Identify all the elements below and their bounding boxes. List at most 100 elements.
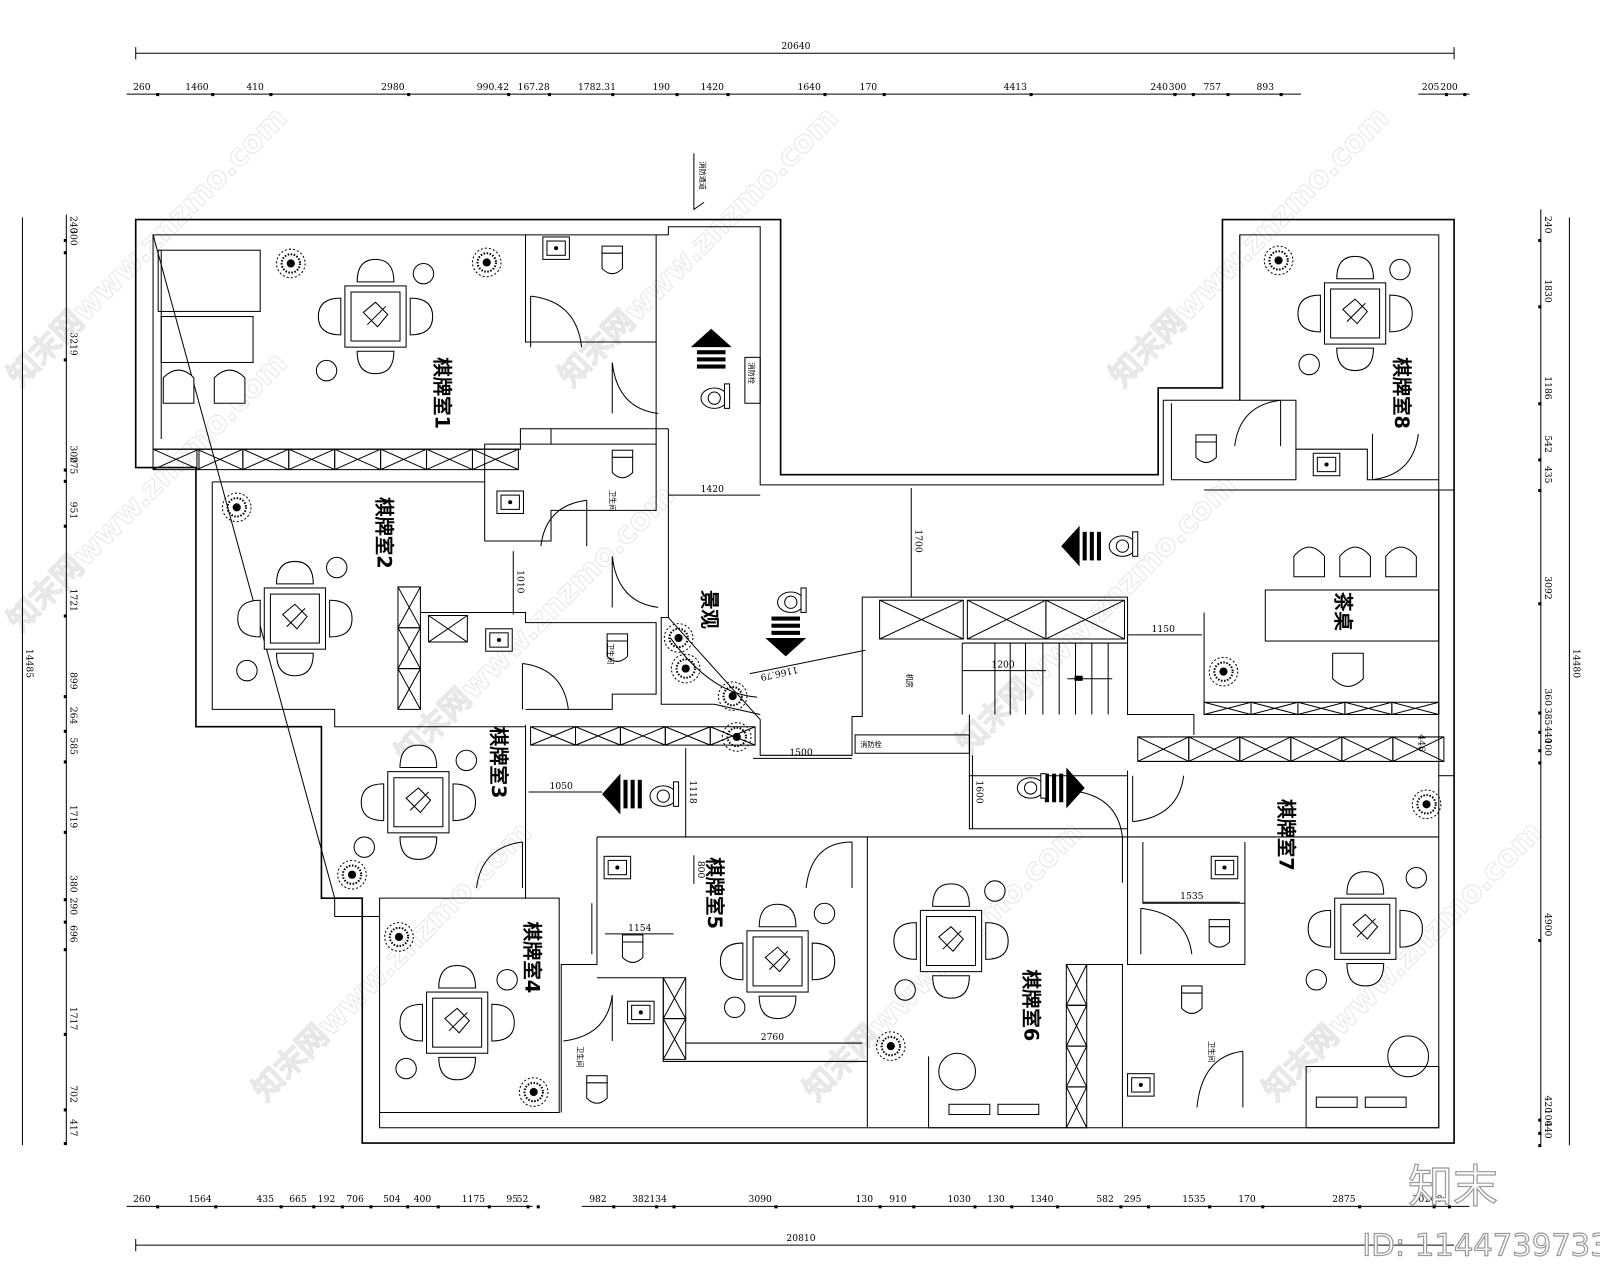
hydrant-label: 消防栓 — [747, 362, 756, 383]
dim-overall-bottom: 20810 — [786, 1233, 815, 1244]
cabinet — [397, 668, 421, 710]
dimension-tick — [882, 93, 886, 97]
dim-bottom: 1535 — [1182, 1194, 1206, 1205]
dimension-tick — [369, 1205, 373, 1209]
dimension-tick — [1538, 1131, 1542, 1135]
cabinet — [288, 448, 336, 471]
dimension-tick — [1191, 93, 1195, 97]
dimension-tick — [63, 948, 67, 952]
cabinet — [334, 448, 382, 471]
room-label-2: 棋牌室2 — [373, 497, 396, 569]
dim-left: 300 — [67, 446, 78, 464]
dimension-tick — [63, 614, 67, 618]
dim-top: 260 — [133, 82, 151, 93]
dimension-tick — [1538, 730, 1542, 734]
dimension-tick — [211, 93, 215, 97]
dim-top: 167.28 — [518, 82, 550, 93]
dim-top: 190 — [652, 82, 670, 93]
mahjong-table — [237, 560, 353, 677]
dimension-tick — [1538, 1144, 1542, 1148]
cabinet — [530, 726, 577, 746]
dimension-tick — [156, 1205, 160, 1209]
cabinet — [428, 615, 468, 643]
overall-dimensions: 20640 20810 14485 14480 — [21, 41, 1581, 1252]
dimension-tick — [726, 93, 730, 97]
dimension-tick — [878, 1205, 882, 1209]
dimension-tick — [1538, 238, 1542, 243]
dimension-tick — [655, 1205, 659, 1209]
dim-bottom: 982 — [589, 1194, 607, 1205]
cabinet — [471, 448, 519, 471]
dim-2760: 2760 — [761, 1032, 785, 1043]
watermark: 知末网www.znzmo.com — [246, 815, 539, 1108]
plants — [221, 245, 1442, 1108]
room-label-8: 棋牌室8 — [1390, 357, 1413, 429]
tea-table-label: 茶桌 — [1332, 592, 1355, 631]
room-label-5: 棋牌室5 — [703, 857, 726, 929]
dim-right: 360 — [1542, 688, 1553, 706]
dim-bottom: 1340 — [1030, 1194, 1054, 1205]
dim-1600: 1600 — [974, 780, 985, 804]
dimension-tick — [774, 1205, 778, 1209]
staircase — [961, 642, 1128, 715]
dim-top: 4413 — [1004, 82, 1028, 93]
dim-bottom: 382 — [632, 1194, 650, 1205]
dim-bottom: 52 — [517, 1194, 529, 1205]
dim-left: 696 — [67, 925, 78, 943]
dimension-tick — [1538, 488, 1542, 493]
dim-1535: 1535 — [1180, 891, 1204, 902]
dim-bottom: 295 — [1124, 1194, 1142, 1205]
dimension-tick — [407, 93, 411, 97]
dim-left: 380 — [67, 875, 78, 893]
dim-top: 893 — [1257, 82, 1275, 93]
fire-exit-label: 消防通道 — [698, 161, 707, 189]
dimension-tick — [63, 1142, 67, 1146]
mahjong-table — [317, 258, 434, 375]
dimension-tick — [672, 1205, 676, 1209]
landscape-label: 景观 — [698, 590, 721, 629]
dimension-tick — [63, 524, 67, 528]
dim-top: 1420 — [701, 82, 725, 93]
doors — [476, 295, 1419, 1108]
cabinet — [397, 586, 421, 629]
dim-bottom: 130 — [987, 1194, 1005, 1205]
dim-1010: 1010 — [514, 570, 525, 594]
dim-left: 951 — [67, 502, 78, 520]
dim-right: 542 — [1542, 435, 1553, 453]
cabinet — [1392, 736, 1445, 762]
dimension-tick — [63, 920, 67, 924]
dimension-tick — [63, 358, 67, 362]
branding: 知末 ID: 1144739733 — [1362, 1160, 1600, 1264]
dimension-tick — [675, 93, 679, 97]
watermark: 知末网www.znzmo.com — [1, 101, 294, 394]
dim-left: 290 — [67, 898, 78, 916]
cabinet — [664, 726, 711, 746]
dim-bottom: 1564 — [188, 1194, 212, 1205]
dimension-tick — [63, 1032, 67, 1036]
dimension-tick — [1538, 749, 1542, 753]
id-label: ID: 1144739733 — [1362, 1228, 1600, 1263]
dim-top: 205 — [1422, 82, 1440, 93]
room-label-4: 棋牌室4 — [521, 922, 544, 994]
dim-bottom: 910 — [889, 1194, 907, 1205]
dim-top: 240 — [1150, 82, 1168, 93]
dim-1166-79: 1166.79 — [759, 664, 799, 683]
cabinet — [1203, 701, 1252, 716]
dim-right: 440 — [1542, 726, 1553, 744]
room-label-1: 棋牌室1 — [431, 357, 454, 429]
dim-right: 100 — [1542, 738, 1553, 756]
dim-top: 200 — [1440, 82, 1458, 93]
restroom-label: 卫生间 — [1207, 1041, 1216, 1062]
dim-800: 800 — [695, 861, 706, 879]
cabinet — [397, 627, 421, 670]
dimension-tick — [1538, 938, 1542, 943]
restroom-label: 卫生间 — [608, 490, 617, 511]
cabinet — [1045, 599, 1125, 640]
dim-left: 417 — [67, 1119, 78, 1137]
room-label-7: 棋牌室7 — [1275, 799, 1298, 871]
dimension-tick — [312, 1205, 316, 1209]
dimension-tick — [1119, 1205, 1123, 1209]
small-labels: 卫生间 卫生间 卫生间 卫生间 机房 消防栓 消防栓 消防通道 — [576, 153, 1216, 1067]
restroom-label: 卫生间 — [606, 643, 615, 664]
dim-overall-top: 20640 — [781, 41, 810, 52]
